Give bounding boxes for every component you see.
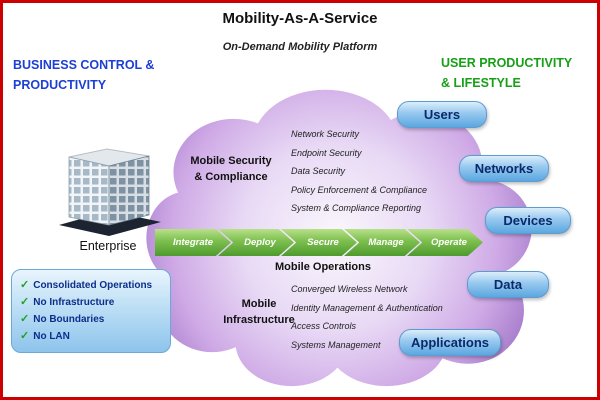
mobile-security-label: Mobile Security & Compliance — [175, 153, 287, 185]
business-control-heading: BUSINESS CONTROL & PRODUCTIVITY — [13, 55, 193, 95]
benefit-label: No Boundaries — [33, 314, 105, 325]
mobile-infrastructure-label-line2: Infrastructure — [223, 314, 295, 326]
infrastructure-item: Converged Wireless Network — [291, 284, 408, 294]
entity-badge-users: Users — [397, 101, 487, 128]
security-items-list: Network Security Endpoint Security Data … — [291, 125, 427, 218]
benefit-label: No LAN — [33, 331, 70, 342]
infrastructure-item: Systems Management — [291, 339, 381, 350]
user-productivity-heading-line2: & LIFESTYLE — [441, 76, 521, 90]
page-subtitle: On-Demand Mobility Platform — [222, 41, 378, 53]
entity-badge-data: Data — [467, 271, 549, 298]
process-arrow-row: Integrate Deploy Secure Manage Operate — [155, 229, 483, 256]
mobile-infrastructure-label: Mobile Infrastructure — [209, 296, 309, 328]
mobile-security-label-line2: & Compliance — [194, 171, 268, 183]
business-control-heading-line2: PRODUCTIVITY — [13, 78, 107, 92]
infrastructure-item: Access Controls — [291, 321, 357, 331]
benefit-label: No Infrastructure — [33, 297, 115, 308]
benefits-panel: ✓ Consolidated Operations ✓ No Infrastru… — [11, 269, 171, 353]
entity-badge-networks: Networks — [459, 155, 549, 182]
user-productivity-heading: USER PRODUCTIVITY & LIFESTYLE — [441, 53, 596, 93]
security-item: System & Compliance Reporting — [291, 203, 422, 213]
security-item: Endpoint Security — [291, 147, 362, 158]
enterprise-building-icon — [55, 141, 165, 239]
benefit-item: ✓ No LAN — [20, 328, 164, 345]
entity-badge-devices: Devices — [485, 207, 571, 234]
check-icon: ✓ — [20, 330, 30, 342]
benefit-item: ✓ No Boundaries — [20, 311, 164, 328]
infrastructure-items-list: Converged Wireless Network Identity Mana… — [291, 280, 443, 354]
process-arrow-integrate: Integrate — [155, 229, 231, 256]
infrastructure-item: Identity Management & Authentication — [291, 302, 443, 313]
entity-badge-applications: Applications — [399, 329, 501, 356]
user-productivity-heading-line1: USER PRODUCTIVITY — [441, 56, 573, 70]
check-icon: ✓ — [20, 313, 30, 325]
benefit-item: ✓ No Infrastructure — [20, 294, 164, 311]
business-control-heading-line1: BUSINESS CONTROL & — [13, 58, 155, 72]
security-item: Network Security — [291, 129, 360, 139]
mobile-security-label-line1: Mobile Security — [190, 155, 272, 167]
page-title: Mobility-As-A-Service — [222, 10, 378, 27]
mobile-infrastructure-label-line1: Mobile — [241, 298, 277, 310]
check-icon: ✓ — [20, 279, 30, 291]
security-item: Policy Enforcement & Compliance — [291, 184, 428, 195]
mobile-operations-label: Mobile Operations — [275, 261, 371, 273]
benefit-label: Consolidated Operations — [33, 280, 153, 291]
benefit-item: ✓ Consolidated Operations — [20, 277, 164, 294]
security-item: Data Security — [291, 166, 346, 176]
enterprise-label: Enterprise — [79, 239, 137, 253]
check-icon: ✓ — [20, 296, 30, 308]
